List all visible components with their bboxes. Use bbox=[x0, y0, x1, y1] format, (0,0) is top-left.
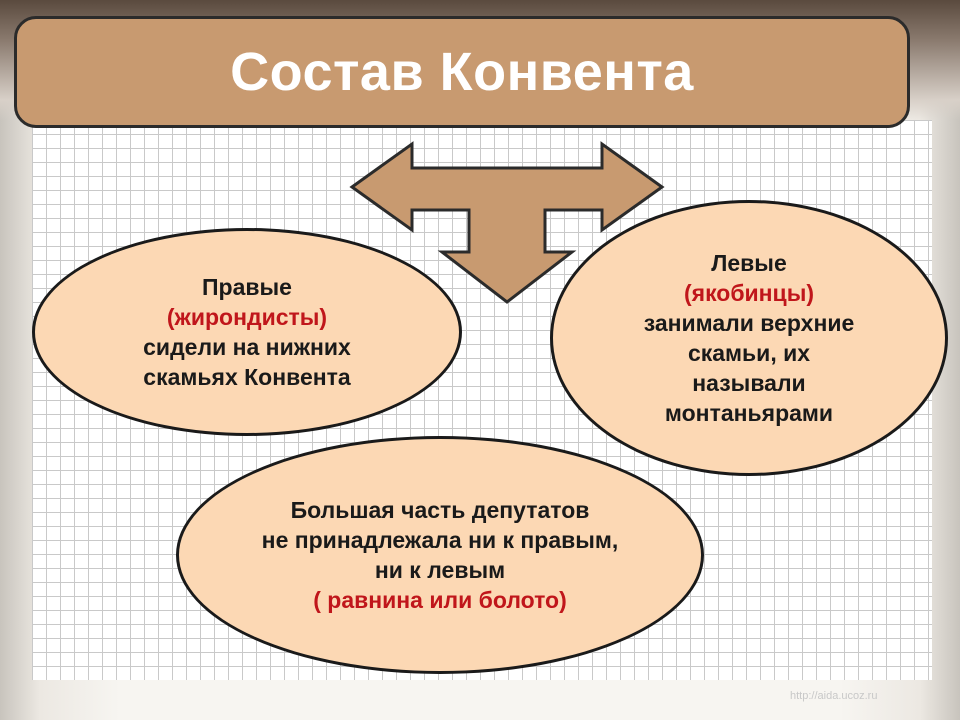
left-faction-group: (якобинцы) bbox=[683, 280, 814, 306]
center-faction-line1: Большая часть депутатов bbox=[290, 497, 590, 523]
three-way-arrow-shape bbox=[349, 141, 665, 304]
left-faction-line4: монтаньярами bbox=[664, 400, 834, 426]
title-banner: Состав Конвента bbox=[14, 16, 910, 128]
center-faction-group: ( равнина или болото) bbox=[313, 587, 567, 613]
left-faction-ellipse: Левые (якобинцы) занимали верхние скамьи… bbox=[550, 200, 948, 476]
right-faction-group: (жирондисты) bbox=[166, 304, 328, 330]
right-faction-line2: скамьях Конвента bbox=[143, 364, 351, 390]
center-faction-line3: ни к левым bbox=[374, 557, 506, 583]
right-faction-line1: сидели на нижних bbox=[143, 334, 351, 360]
left-faction-line2: скамьи, их bbox=[687, 340, 811, 366]
center-faction-ellipse: Большая часть депутатов не принадлежала … bbox=[176, 436, 704, 674]
right-faction-ellipse: Правые (жирондисты) сидели на нижних ска… bbox=[32, 228, 462, 436]
center-faction-line2: не принадлежала ни к правым, bbox=[261, 527, 619, 553]
right-faction-name: Правые bbox=[202, 274, 292, 300]
left-faction-line1: занимали верхние bbox=[643, 310, 855, 336]
left-faction-name: Левые bbox=[711, 250, 787, 276]
left-faction-line3: называли bbox=[692, 370, 806, 396]
source-watermark: http://aida.ucoz.ru bbox=[790, 690, 878, 702]
slide-title: Состав Конвента bbox=[230, 42, 694, 102]
